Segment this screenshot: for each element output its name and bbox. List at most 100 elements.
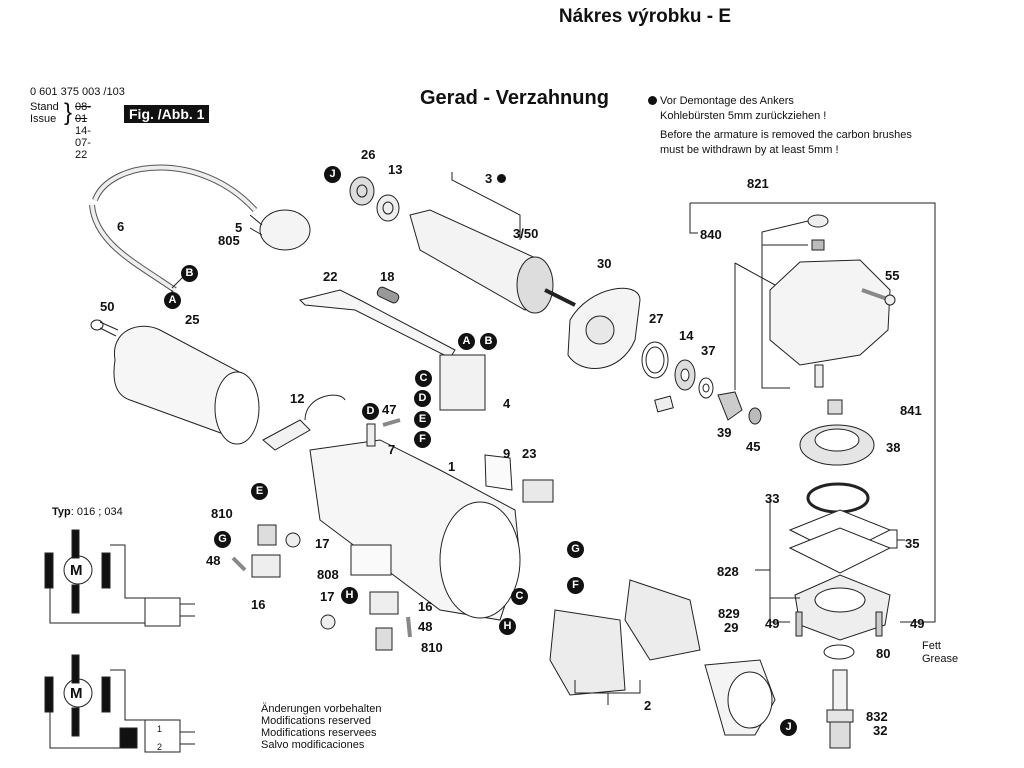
wiring-diagram-1 [45,530,195,626]
part-label-9: 9 [503,446,511,461]
pinion-39-part [718,392,742,420]
part-label-32: 32 [873,723,888,738]
plug-part [250,210,310,250]
part-label-33: 33 [765,491,780,506]
callout-h: H [341,587,358,604]
callout-a: A [164,292,181,309]
part-label-3: 3 [485,171,493,186]
gear-housing-part [735,260,890,390]
part-label-14: 14 [679,328,694,343]
bearing-14-part [675,360,695,390]
motor-symbol: M [70,685,83,702]
part-label-16: 16 [251,597,266,612]
note-de-line2: Kohlebürsten 5mm zurückziehen ! [660,110,827,122]
part-label-840: 840 [700,227,722,242]
note-de-line1: Vor Demontage des Ankers [660,95,794,107]
part-label-38: 38 [886,440,901,455]
bullet-icon [497,174,506,183]
part-label-80: 80 [876,646,891,661]
bracket-3 [452,172,520,240]
screw-49-right [876,612,882,636]
part-label-39: 39 [717,425,732,440]
cap-part [808,215,828,227]
bracket-828 [755,498,800,622]
motor-cover-part [114,326,259,444]
part-label-30: 30 [597,256,612,271]
callout-d: D [362,403,379,420]
document-number: 0 601 375 003 /103 [30,86,125,98]
grease-note: Fett Grease [922,640,958,666]
part-label-6: 6 [117,219,125,234]
wiring-type-label: Typ: 016 ; 034 [52,506,123,518]
part-label-4: 4 [503,396,511,411]
part-label-805: 805 [218,233,240,248]
label-808-part [351,545,391,575]
brush-holder-left [252,525,280,577]
bracket-7-part [367,424,375,446]
screw-47-part [383,420,400,425]
stand-label: Stand [30,101,59,113]
bevel-gear-38-part [800,425,874,465]
part-label-17b: 17 [320,589,335,604]
part-label-55: 55 [885,268,900,283]
part-label-832: 832 [866,709,888,724]
callout-h: H [499,618,516,635]
brush-holder-right [370,592,398,650]
o-ring-33-part [808,484,868,512]
callout-a: A [458,333,475,350]
bracket-35 [890,530,905,548]
part-label-7: 7 [388,442,396,457]
bearing-26-part [350,177,374,205]
part-label-810: 810 [211,506,233,521]
guard-29-part [705,660,775,735]
callout-e: E [251,483,268,500]
part-label-810b: 810 [421,640,443,655]
bullet-icon [648,96,657,105]
disclaimer-line: Modifications reservees [261,727,377,739]
part-label-23: 23 [522,446,537,461]
switch-rod-part [300,290,455,358]
suppressor-12-part [263,395,345,450]
disclaimer: Änderungen vorbehalten Modifications res… [261,703,381,751]
motor-housing-part [310,440,520,620]
wiring-diagram-2 [45,655,195,752]
stand-issue-block: Stand Issue } 08-01 14-07-22 [30,101,91,162]
issue-label: Issue [30,113,57,125]
screw-49-left [796,612,802,636]
field-coil-lower [550,610,625,695]
spring-17-right [321,615,335,629]
part-label-13: 13 [388,162,403,177]
disclaimer-line: Modifications reserved [261,715,372,727]
field-coil-upper [625,580,700,660]
nut-45-part [749,408,761,424]
screw-48-right [408,617,410,637]
screw-48-left [233,558,245,570]
spindle-832-part [827,670,853,748]
part-label-47: 47 [382,402,397,417]
callout-c: C [415,370,432,387]
spring-part [812,240,824,250]
figure-badge: Fig. /Abb. 1 [124,105,210,123]
callout-f: F [414,431,431,448]
callout-e: E [414,411,431,428]
switch-button-23-part [523,480,553,502]
part-label-49-left: 49 [765,616,780,631]
part-label-821: 821 [747,176,769,191]
part-label-27: 27 [649,311,664,326]
issue-value: 14-07-22 [75,125,91,161]
part-label-29: 29 [724,620,739,635]
armature-part [410,210,575,313]
part-label-841: 841 [900,403,922,418]
part-label-829: 829 [718,606,740,621]
spring-18-part [376,286,400,304]
small-part [655,396,674,412]
part-label-5: 5 [235,220,243,235]
part-label-25: 25 [185,312,200,327]
ring-80-part [824,645,854,659]
callout-f: F [567,577,584,594]
part-label-26: 26 [361,147,376,162]
bearing-13-part [377,195,399,221]
air-guide-30-part [568,288,640,368]
part-label-2: 2 [644,698,652,713]
switch-4-part [440,355,485,410]
